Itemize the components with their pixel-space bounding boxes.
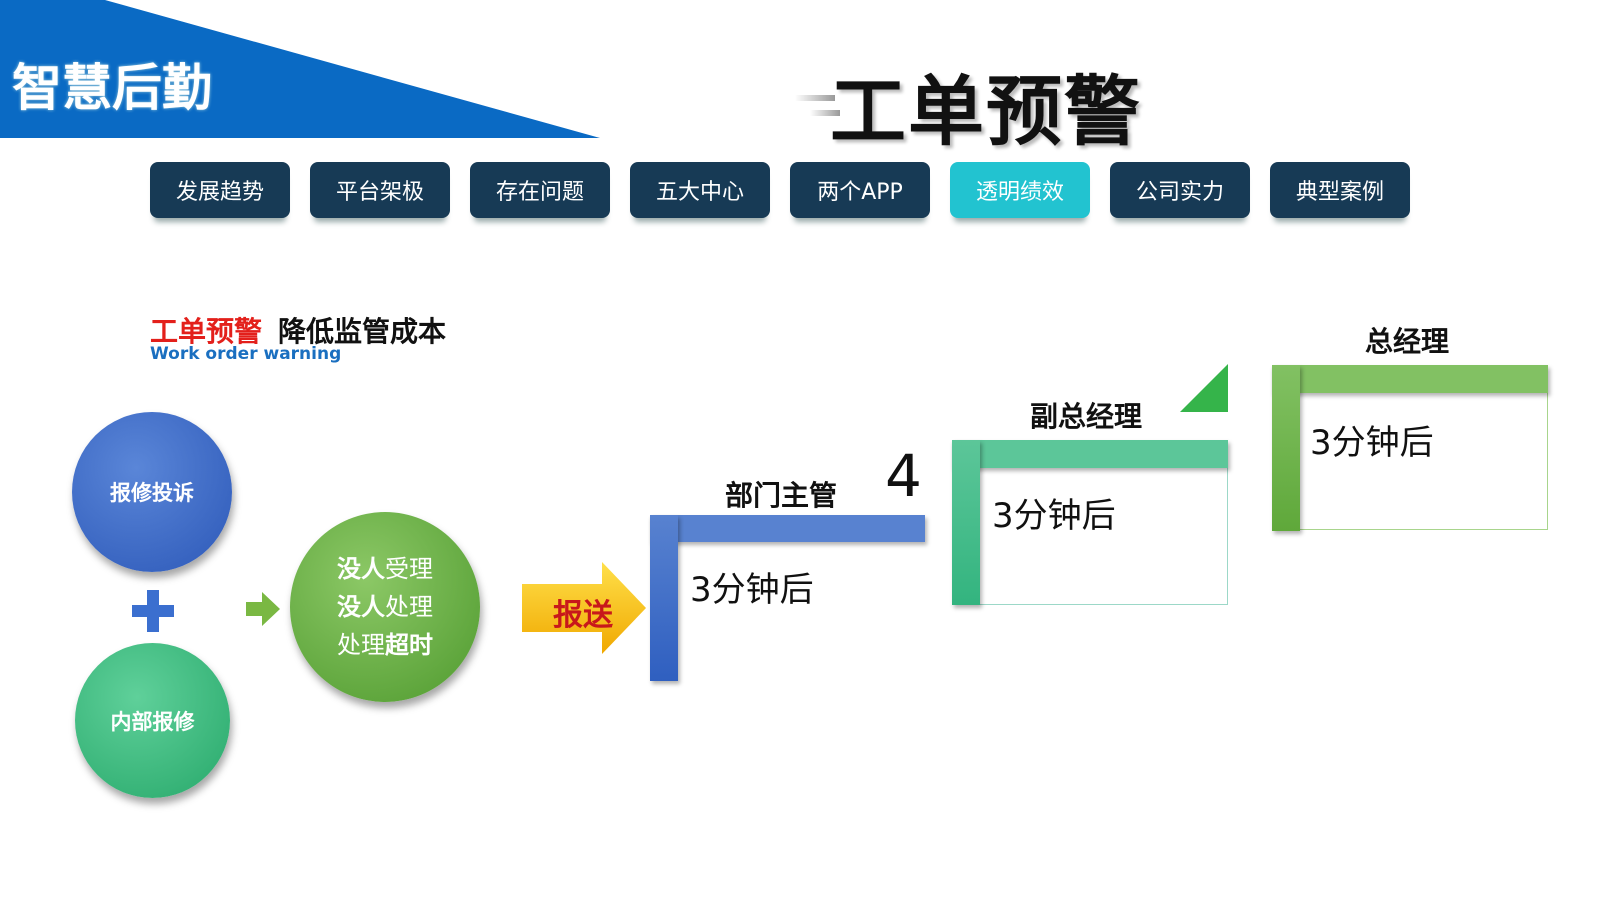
step-3-label: 总经理 [1365, 325, 1450, 358]
condition-3-bold: 超时 [385, 631, 433, 659]
step-2-label: 副总经理 [1030, 400, 1143, 433]
brand-title: 智慧后勤 [12, 59, 212, 117]
step-number: 4 [885, 442, 922, 510]
step-3-time: 3分钟后 [1310, 423, 1434, 463]
nav-tab-strength[interactable]: 公司实力 [1110, 162, 1250, 218]
nav-tab-architecture[interactable]: 平台架极 [310, 162, 450, 218]
report-arrow-label: 报送 [553, 598, 613, 633]
step-3-side-bar [1272, 365, 1300, 531]
step-1-time: 3分钟后 [690, 570, 814, 610]
step-1-top-bar [650, 515, 925, 542]
step-1-label: 部门主管 [725, 479, 838, 512]
nav-tab-centers[interactable]: 五大中心 [630, 162, 770, 218]
step-2-side-bar [952, 440, 980, 605]
title-decoration [795, 95, 835, 101]
subtitle-highlight: 工单预警 [150, 315, 263, 348]
condition-2-bold: 没人 [337, 593, 385, 621]
source-internal: 内部报修 [75, 643, 230, 798]
arrow-right-icon [246, 592, 280, 626]
nav-tab-apps[interactable]: 两个APP [790, 162, 930, 218]
step-3-top-bar [1272, 365, 1548, 393]
page-title: 工单预警 [830, 67, 1142, 156]
nav-tab-performance[interactable]: 透明绩效 [950, 162, 1090, 218]
step-2-time: 3分钟后 [992, 496, 1116, 536]
title-decoration [810, 110, 840, 116]
condition-2: 处理 [385, 593, 433, 621]
brand-banner [0, 0, 600, 138]
subtitle-english: Work order warning [150, 344, 342, 364]
report-arrow [522, 562, 646, 654]
subtitle-text: 降低监管成本 [278, 315, 447, 348]
condition-1: 受理 [385, 555, 433, 583]
condition-1-bold: 没人 [337, 555, 385, 583]
condition-3: 处理 [337, 631, 385, 659]
source-complaint: 报修投诉 [72, 412, 232, 572]
nav-tab-trend[interactable]: 发展趋势 [150, 162, 290, 218]
up-triangle-icon [1180, 364, 1228, 412]
nav-tab-cases[interactable]: 典型案例 [1270, 162, 1410, 218]
plus-icon [132, 590, 174, 632]
step-2-top-bar [952, 440, 1228, 468]
warning-conditions: 没人受理 没人处理 处理超时 [290, 512, 480, 702]
nav-tab-problems[interactable]: 存在问题 [470, 162, 610, 218]
step-1-side-bar [650, 515, 678, 681]
